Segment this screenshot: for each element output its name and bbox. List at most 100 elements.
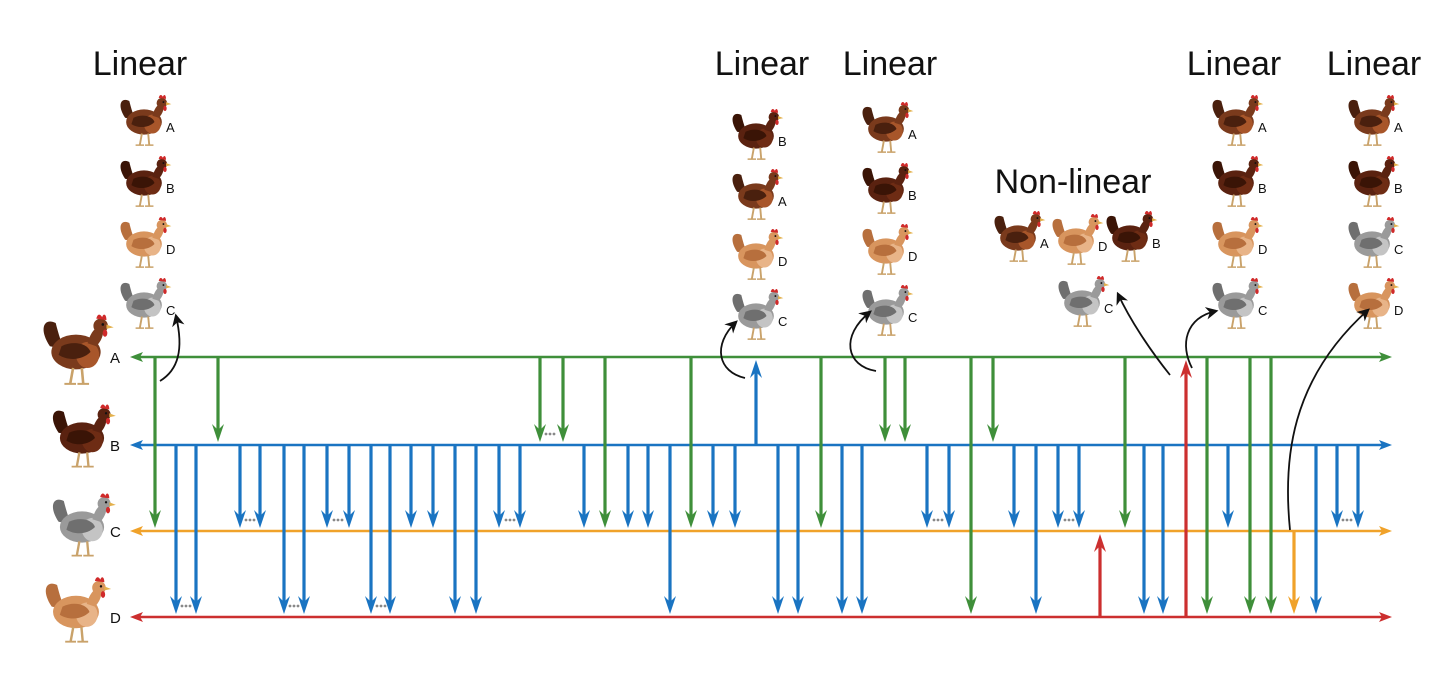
hen-a-icon bbox=[1212, 94, 1264, 146]
hen-label: C bbox=[1394, 242, 1403, 257]
timeline-D bbox=[130, 612, 1392, 622]
interaction-arrow-B-to-D bbox=[856, 445, 868, 614]
hen-label: D bbox=[908, 249, 917, 264]
hen-a-icon bbox=[120, 94, 172, 146]
ellipsis-dots bbox=[504, 518, 516, 522]
hen-label: D bbox=[1394, 303, 1403, 318]
hen-c-icon bbox=[732, 288, 784, 340]
pointer-arrow bbox=[1287, 308, 1370, 531]
hen-label: B bbox=[166, 181, 175, 196]
hen-label: C bbox=[1258, 303, 1267, 318]
hen-b-icon bbox=[862, 162, 914, 214]
interaction-arrow-A-to-B bbox=[557, 357, 569, 442]
hen-d-icon bbox=[1348, 277, 1400, 329]
hen-a-icon bbox=[43, 314, 114, 385]
hen-c-icon bbox=[862, 284, 914, 336]
ellipsis-dots bbox=[244, 518, 256, 522]
hen-d-icon bbox=[1052, 213, 1104, 265]
ellipsis-dots bbox=[180, 604, 192, 608]
interaction-arrow-B-to-D bbox=[1310, 445, 1322, 614]
interaction-arrow-B-to-C bbox=[1222, 445, 1234, 528]
interaction-arrow-B-to-C bbox=[234, 445, 246, 528]
timeline-C bbox=[130, 526, 1392, 536]
hen-label: A bbox=[1040, 236, 1049, 251]
hen-b-icon bbox=[52, 404, 116, 468]
hen-label: B bbox=[1152, 236, 1161, 251]
pointer-arrow bbox=[1116, 291, 1171, 376]
ellipsis-dots bbox=[288, 604, 300, 608]
pointer-arrow bbox=[159, 313, 185, 382]
pointer-arrow bbox=[720, 320, 746, 379]
hen-b-icon bbox=[120, 155, 172, 207]
interaction-arrow-B-to-D bbox=[384, 445, 396, 614]
hen-label: D bbox=[1258, 242, 1267, 257]
ellipsis-dots bbox=[375, 604, 387, 608]
hen-b-icon bbox=[1212, 155, 1264, 207]
ellipsis-dots bbox=[932, 518, 944, 522]
ellipsis-dots bbox=[1341, 518, 1353, 522]
hen-a-icon bbox=[1348, 94, 1400, 146]
interaction-arrow-B-to-C bbox=[578, 445, 590, 528]
hen-label: C bbox=[778, 314, 787, 329]
ellipsis-dots bbox=[544, 432, 556, 436]
interaction-arrow-A-to-B bbox=[899, 357, 911, 442]
interaction-arrow-A-to-D bbox=[965, 357, 977, 614]
timeline-A bbox=[130, 352, 1392, 362]
interaction-arrow-B-to-C bbox=[343, 445, 355, 528]
interaction-arrow-A-to-B bbox=[879, 357, 891, 442]
interaction-arrow-A-to-D bbox=[1265, 357, 1277, 614]
hen-d-icon bbox=[862, 223, 914, 275]
interaction-arrow-B-to-A bbox=[750, 360, 762, 445]
hen-b-icon bbox=[1106, 210, 1158, 262]
hen-a-icon bbox=[732, 168, 784, 220]
hierarchies: LinearABDCLinearBADCLinearABDCNon-linear… bbox=[93, 45, 1421, 340]
interaction-arrow-B-to-D bbox=[365, 445, 377, 614]
ellipsis-dots bbox=[1063, 518, 1075, 522]
hen-c-icon bbox=[120, 277, 172, 329]
hen-c-icon bbox=[52, 493, 116, 557]
interaction-arrow-A-to-C bbox=[815, 357, 827, 528]
hen-label: D bbox=[1098, 239, 1107, 254]
hen-label: B bbox=[908, 188, 917, 203]
hen-label: C bbox=[1104, 301, 1113, 316]
interaction-arrow-B-to-C bbox=[943, 445, 955, 528]
interaction-arrow-A-to-C bbox=[1119, 357, 1131, 528]
interaction-arrow-B-to-C bbox=[493, 445, 505, 528]
hen-label: A bbox=[166, 120, 175, 135]
interaction-arrow-B-to-C bbox=[1008, 445, 1020, 528]
hen-d-icon bbox=[45, 577, 112, 643]
hierarchy-title: Non-linear bbox=[995, 163, 1152, 201]
interaction-arrow-B-to-D bbox=[298, 445, 310, 614]
interaction-arrow-D-to-C bbox=[1094, 534, 1106, 617]
hen-b-icon bbox=[732, 108, 784, 160]
interaction-arrow-B-to-C bbox=[254, 445, 266, 528]
hen-label: D bbox=[778, 254, 787, 269]
interaction-arrow-B-to-D bbox=[664, 445, 676, 614]
interaction-arrow-B-to-C bbox=[514, 445, 526, 528]
interaction-arrow-A-to-C bbox=[599, 357, 611, 528]
interaction-arrow-B-to-C bbox=[1352, 445, 1364, 528]
interaction-arrow-B-to-C bbox=[921, 445, 933, 528]
pointer-arrow bbox=[849, 310, 877, 372]
hen-d-icon bbox=[732, 228, 784, 280]
timelines bbox=[130, 352, 1392, 622]
hen-label: B bbox=[1258, 181, 1267, 196]
interaction-arrow-B-to-D bbox=[449, 445, 461, 614]
pointers bbox=[159, 291, 1370, 531]
interaction-arrow-A-to-B bbox=[534, 357, 546, 442]
hen-d-icon bbox=[1212, 216, 1264, 268]
interaction-arrow-B-to-C bbox=[642, 445, 654, 528]
timeline-B bbox=[130, 440, 1392, 450]
hen-label: A bbox=[1258, 120, 1267, 135]
hen-a-icon bbox=[862, 101, 914, 153]
row-label-B: B bbox=[110, 438, 120, 455]
interaction-arrow-A-to-C bbox=[685, 357, 697, 528]
interaction-arrow-B-to-C bbox=[707, 445, 719, 528]
hen-d-icon bbox=[120, 216, 172, 268]
interaction-arrow-A-to-B bbox=[987, 357, 999, 442]
row-label-C: C bbox=[110, 524, 121, 541]
